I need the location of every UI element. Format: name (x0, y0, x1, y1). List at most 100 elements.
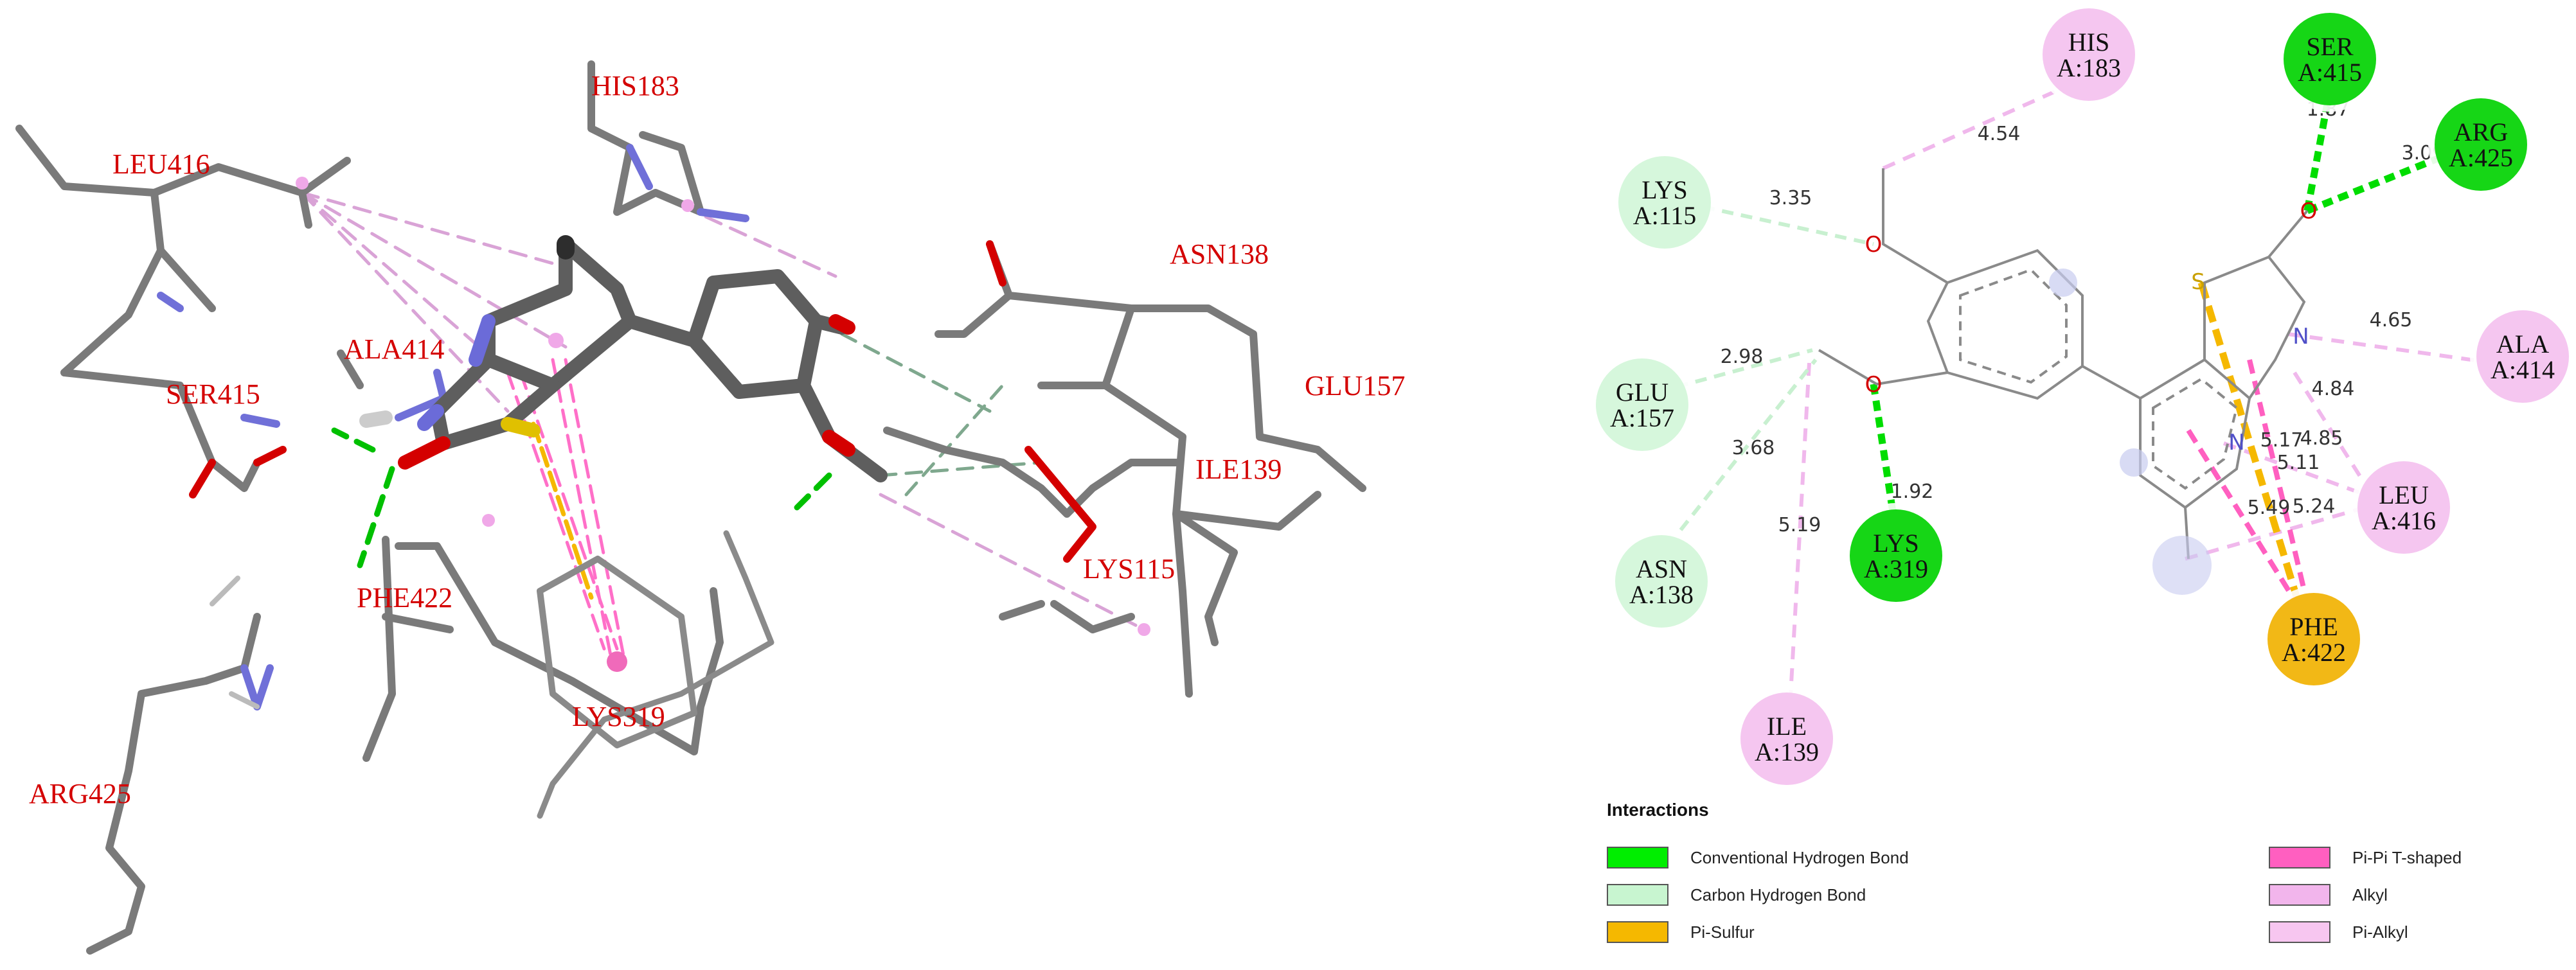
atom-sulfur: S (2191, 269, 2205, 295)
legend-item-pi-sulfur: Pi-Sulfur (1607, 919, 1755, 945)
distance-label: 5.24 (2293, 495, 2336, 518)
arg425-hydrogen (210, 576, 260, 709)
residue-node-name: GLU (1616, 378, 1668, 407)
residue-node-name: ALA (2496, 330, 2549, 358)
line-leu416-c (2185, 506, 2366, 561)
methoxy-2 (1818, 349, 1948, 386)
residue-node-name: LYS (1641, 175, 1688, 204)
residue-node-id: A:422 (2282, 638, 2346, 667)
line-asn138 (1679, 358, 1818, 531)
ligand-hydrogen (359, 410, 393, 428)
glu157-backbone (1037, 304, 1135, 389)
arg425-stick (86, 613, 261, 955)
legend-item-pi-alkyl: Pi-Alkyl (2269, 919, 2408, 945)
atom-nitrogen: N (2293, 324, 2309, 349)
label-arg425: ARG425 (29, 778, 131, 809)
residue-node-id: A:139 (1755, 737, 1819, 766)
residue-node-circle (2267, 593, 2360, 685)
legend-title: Interactions (1607, 800, 1709, 820)
chbond-dash (904, 384, 1005, 497)
centroid (482, 514, 495, 527)
label-lys319: LYS319 (572, 701, 665, 732)
ligand-oxygen-2 (822, 430, 855, 457)
view-3d: HIS183 LEU416 ASN138 GLU157 SER415 ALA41… (15, 60, 1405, 955)
residue-node-name: ASN (1636, 554, 1687, 583)
ligand-pyridine (481, 237, 637, 392)
legend-label: Conventional Hydrogen Bond (1690, 847, 1909, 867)
legend: Interactions Conventional Hydrogen Bond … (1607, 800, 2519, 954)
pipi-dash (551, 358, 613, 657)
line-leu416-b (2223, 441, 2366, 497)
distance-label: 4.65 (2370, 309, 2413, 331)
distance-label: 5.49 (2248, 497, 2291, 519)
label-glu157: GLU157 (1305, 370, 1405, 401)
residue-node-id: A:414 (2491, 355, 2555, 384)
legend-swatch (2269, 884, 2330, 906)
legend-label: Pi-Sulfur (1690, 922, 1755, 942)
centroid (296, 177, 309, 190)
pipi-dash (564, 358, 625, 657)
legend-swatch (2269, 847, 2330, 869)
lys319-stick (395, 542, 724, 755)
ile139-branch (999, 600, 1135, 633)
asn138-oxygen (986, 240, 1006, 287)
legend-swatch (2269, 921, 2330, 943)
atom-oxygen: O (2300, 198, 2318, 224)
line-pipi-2 (2186, 428, 2303, 612)
hbond-dash (357, 466, 395, 569)
chbond-dash (840, 332, 992, 413)
3d-residue-labels: HIS183 LEU416 ASN138 GLU157 SER415 ALA41… (29, 70, 1405, 809)
label-ile139: ILE139 (1195, 454, 1282, 485)
residue-node-name: LEU (2379, 481, 2429, 509)
distance-label: 1.92 (1891, 481, 1934, 503)
3d-interactions (300, 191, 1146, 657)
distance-label: 4.84 (2312, 378, 2355, 400)
chbond-dash (879, 461, 1043, 477)
residue-node-circle (2435, 98, 2527, 191)
distance-label: 5.19 (1778, 514, 1821, 536)
residue-node-id: A:183 (2057, 53, 2121, 82)
ligand-sulfur (501, 417, 541, 437)
label-leu416: LEU416 (112, 148, 210, 180)
residue-node-circle (2357, 461, 2450, 554)
label-phe422: PHE422 (357, 582, 452, 613)
glow (2152, 536, 2212, 595)
phenyl-aromatic (1959, 268, 2068, 384)
diagram-2d: O O O S N N 4.54 1.87 3.09 3.35 2.98 3.6… (1589, 2, 2575, 791)
residue-node-id: A:416 (2372, 506, 2436, 535)
centroid (548, 333, 564, 348)
distance-label: 3.68 (1732, 437, 1775, 459)
phenyl-ring (1926, 249, 2084, 400)
glow (2120, 448, 2148, 477)
2d-residue-nodes: HISA:183SERA:415ARGA:425LYSA:115GLUA:157… (1589, 2, 2575, 791)
residue-node-id: A:115 (1633, 201, 1697, 230)
residue-node-name: HIS (2068, 28, 2109, 57)
label-ser415: SER415 (166, 378, 260, 410)
2d-atom-labels: O O O S N N (1865, 198, 2318, 455)
residue-node-id: A:425 (2449, 143, 2513, 172)
legend-swatch (1607, 884, 1668, 906)
3d-centroids (296, 177, 1150, 672)
2d-ligand (1818, 168, 2309, 560)
legend-item-carbon-hbond: Carbon Hydrogen Bond (1607, 882, 1866, 908)
residue-node-circle (2284, 13, 2376, 105)
legend-item-pi-pi-t-shaped: Pi-Pi T-shaped (2269, 845, 2462, 870)
residue-node-name: ARG (2454, 118, 2508, 146)
line-lys115 (1703, 205, 1874, 246)
legend-label: Carbon Hydrogen Bond (1690, 885, 1866, 904)
legend-swatch (1607, 847, 1668, 869)
alkyl-dash (300, 191, 568, 349)
line-leu416-a (2293, 371, 2374, 496)
leu416-backbone (60, 189, 216, 376)
pipi-dash (519, 371, 619, 651)
atom-nitrogen: N (2228, 430, 2244, 455)
hbond-dash (794, 472, 832, 511)
ala414-stick (337, 349, 364, 389)
phe422-backbone (362, 536, 454, 762)
legend-label: Alkyl (2352, 885, 2388, 904)
distance-label: 4.54 (1978, 123, 2021, 145)
residue-node-id: A:319 (1864, 554, 1928, 583)
